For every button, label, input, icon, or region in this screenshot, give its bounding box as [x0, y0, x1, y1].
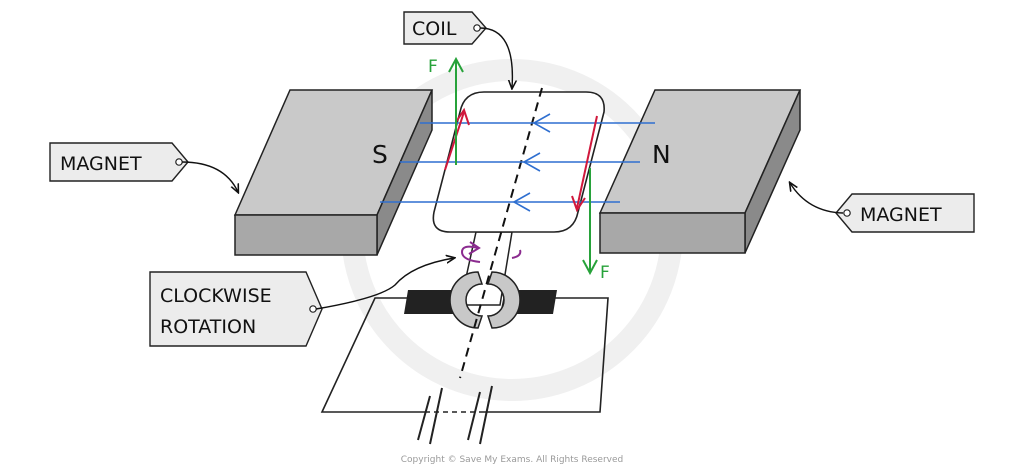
- tag-icon: [835, 193, 975, 233]
- pole-label-south: S: [372, 140, 388, 169]
- field-arrow-icon: [512, 192, 531, 212]
- coil-pointer: [479, 27, 512, 88]
- tag-icon: [149, 271, 323, 347]
- battery-cell-icon: [417, 385, 493, 445]
- force-label-top: F: [428, 57, 438, 77]
- field-arrow-icon: [522, 152, 541, 172]
- magnet-right-pointer: [790, 183, 844, 214]
- magnetic-field-lines: [380, 113, 655, 212]
- current-right-side: [576, 115, 598, 209]
- current-left-side: [444, 111, 465, 171]
- force-arrow-down-icon: [582, 259, 598, 276]
- force-arrow-up-icon: [448, 56, 464, 73]
- force-arrows: [448, 56, 598, 276]
- magnet-left-tag: MAGNET: [49, 142, 238, 192]
- current-arrow-down-icon: [571, 195, 586, 213]
- tag-icon: [49, 142, 189, 182]
- split-ring-commutator-icon: [449, 271, 521, 329]
- tag-icon: [403, 11, 487, 45]
- rotation-pointer: [315, 258, 454, 310]
- magnet-right-front: [599, 212, 746, 254]
- brush-left: [404, 290, 460, 314]
- magnet-right-tag: MAGNET: [790, 183, 975, 233]
- copyright-notice: Copyright © Save My Exams. All Rights Re…: [401, 455, 623, 465]
- rotation-label-line1: CLOCKWISE: [160, 285, 272, 307]
- field-arrow-icon: [532, 113, 551, 133]
- external-circuit: [320, 297, 609, 413]
- magnet-left-front: [234, 214, 378, 256]
- current-arrow-up-icon: [455, 107, 470, 126]
- rotation-arrow-icon: [460, 241, 522, 263]
- force-label-bottom: F: [600, 263, 610, 283]
- magnet-left-pointer: [181, 161, 238, 192]
- magnet-right-label: MAGNET: [860, 204, 942, 226]
- magnet-left: [233, 89, 434, 256]
- axis-of-rotation: [459, 87, 543, 379]
- pole-label-north: N: [652, 140, 671, 169]
- rotation-tag: CLOCKWISE ROTATION: [149, 258, 454, 347]
- magnet-right: [598, 89, 802, 254]
- magnet-left-label: MAGNET: [60, 153, 142, 175]
- coil-tag: COIL: [403, 11, 512, 88]
- coil-label: COIL: [412, 18, 457, 40]
- current-arrows: [444, 107, 598, 213]
- rotation-label-line2: ROTATION: [160, 316, 256, 338]
